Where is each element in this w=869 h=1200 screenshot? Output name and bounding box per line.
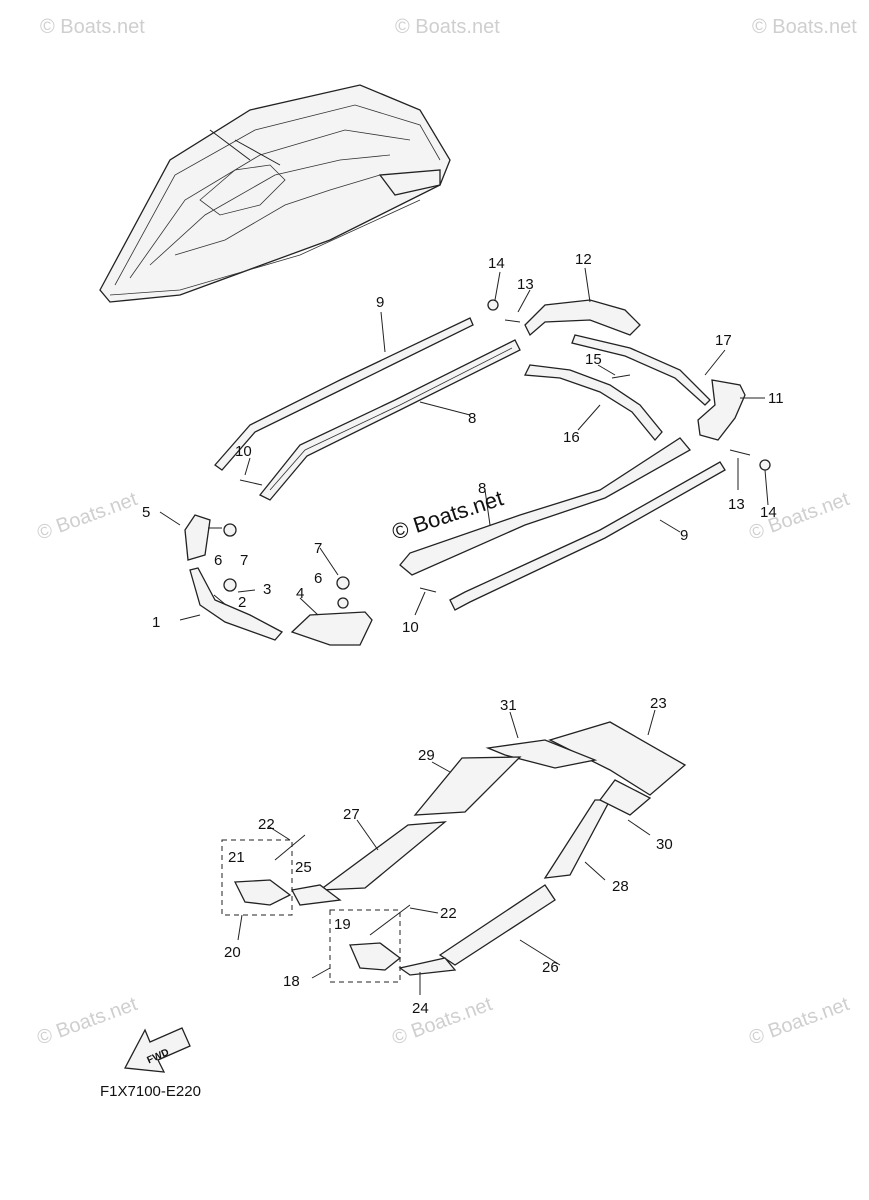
callout-23: 23 [650,695,667,712]
callout-15: 15 [585,351,602,368]
callout-31: 31 [500,697,517,714]
callout-7: 7 [240,552,248,569]
rail-9-upper [214,317,474,471]
callout-30: 30 [656,836,673,853]
watermark: © Boats.net [34,488,140,545]
callout-9: 9 [680,527,688,544]
callout-22: 22 [258,816,275,833]
watercraft-illustration [99,84,451,303]
callout-20: 20 [224,944,241,961]
watermark: © Boats.net [746,993,852,1050]
fasteners [239,299,771,593]
callout-11: 11 [768,390,784,407]
callout-8: 8 [478,480,486,497]
callout-13: 13 [517,276,534,293]
watermark: © Boats.net [395,16,500,38]
callout-6: 6 [314,570,322,587]
rail-9-lower [449,461,726,611]
callout-10: 10 [402,619,419,636]
callout-3: 3 [263,581,271,598]
callout-22: 22 [440,905,457,922]
callout-21: 21 [228,849,245,866]
gunnel-8-upper [258,339,521,501]
callout-26: 26 [542,959,559,976]
callout-8: 8 [468,410,476,427]
deck-mats [233,721,687,976]
callout-4: 4 [296,585,304,602]
callout-29: 29 [418,747,435,764]
diagram-code: F1X7100-E220 [100,1083,201,1100]
callout-numbers: 1 2 3 4 5 6 6 7 7 8 8 9 9 10 10 11 12 13… [142,251,784,1017]
callout-14: 14 [488,255,505,272]
callout-28: 28 [612,878,629,895]
watermark: © Boats.net [34,993,140,1050]
callout-27: 27 [343,806,360,823]
callout-24: 24 [412,1000,429,1017]
callout-10: 10 [235,443,252,460]
leader-lines [159,267,769,995]
fwd-arrow-icon: FWD [123,1027,191,1073]
callout-16: 16 [563,429,580,446]
callout-13: 13 [728,496,745,513]
callout-9: 9 [376,294,384,311]
callout-12: 12 [575,251,592,268]
part-16 [523,364,663,442]
group-boxes [221,839,401,983]
callout-2: 2 [238,594,246,611]
callout-19: 19 [334,916,351,933]
callout-5: 5 [142,504,150,521]
watermark: © Boats.net [752,16,857,38]
callout-17: 17 [715,332,732,349]
callout-14: 14 [760,504,777,521]
callout-25: 25 [295,859,312,876]
nose-parts [184,514,373,646]
part-12 [524,299,641,337]
part-17 [571,334,711,406]
watermark: © Boats.net [389,993,495,1050]
callout-7: 7 [314,540,322,557]
callout-18: 18 [283,973,300,990]
part-11 [697,379,746,441]
gunnel-8-lower [399,437,691,576]
callout-6: 6 [214,552,222,569]
callout-1: 1 [152,614,160,631]
watermark: © Boats.net [40,16,145,38]
